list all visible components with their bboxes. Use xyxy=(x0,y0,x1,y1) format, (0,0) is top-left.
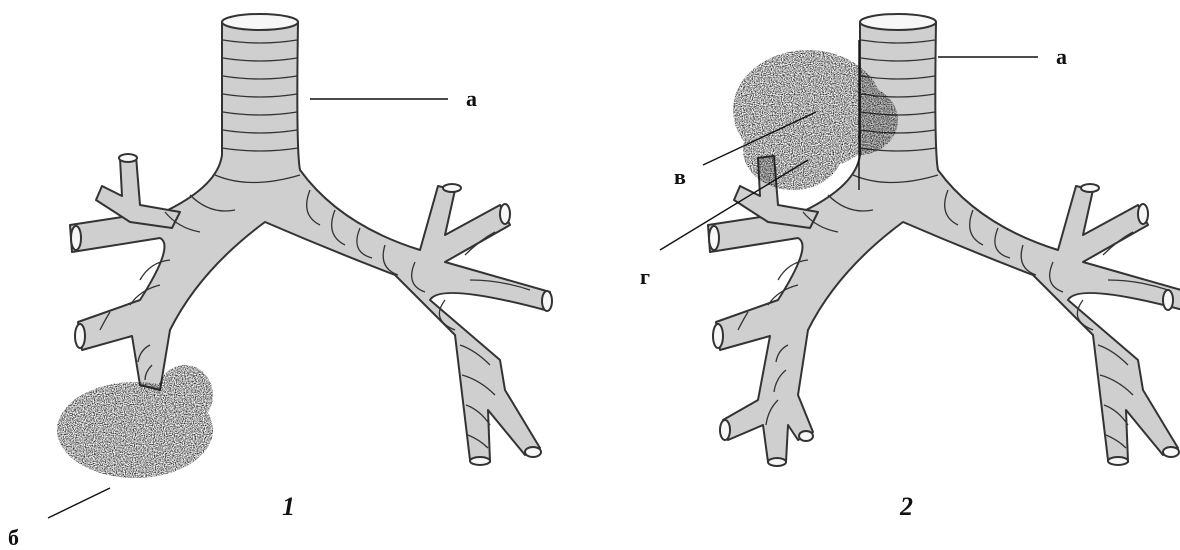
label-b: б xyxy=(8,525,19,550)
left-upper-branch xyxy=(96,156,180,228)
branch-end xyxy=(720,420,730,440)
branch-end xyxy=(525,447,541,457)
branch-end xyxy=(709,226,719,250)
figure-1: а б 1 xyxy=(8,14,552,550)
leader-line-b xyxy=(48,488,110,518)
branch-end xyxy=(470,457,490,465)
branch-end xyxy=(500,204,510,224)
trachea-opening xyxy=(222,14,298,30)
label-g: г xyxy=(640,264,650,289)
tumor-peripheral xyxy=(57,365,213,478)
branch-end xyxy=(71,226,81,250)
branch-end xyxy=(119,154,137,162)
branch-end xyxy=(768,458,786,466)
figure-number: 1 xyxy=(282,492,295,521)
branch-end xyxy=(1081,184,1099,192)
branch-end xyxy=(1163,447,1179,457)
label-v: в xyxy=(674,164,686,189)
branch-end xyxy=(443,184,461,192)
branch-end xyxy=(713,324,723,348)
branch-end xyxy=(542,291,552,311)
branch-end xyxy=(75,324,85,348)
trachea-opening xyxy=(860,14,936,30)
branch-end xyxy=(799,431,813,441)
label-a: а xyxy=(466,86,477,111)
figure-number: 2 xyxy=(899,492,913,521)
branch-end xyxy=(1138,204,1148,224)
branch-end xyxy=(1163,290,1173,310)
label-a: а xyxy=(1056,44,1067,69)
branch-end xyxy=(1108,457,1128,465)
figure-2: а в г 2 xyxy=(640,14,1180,521)
